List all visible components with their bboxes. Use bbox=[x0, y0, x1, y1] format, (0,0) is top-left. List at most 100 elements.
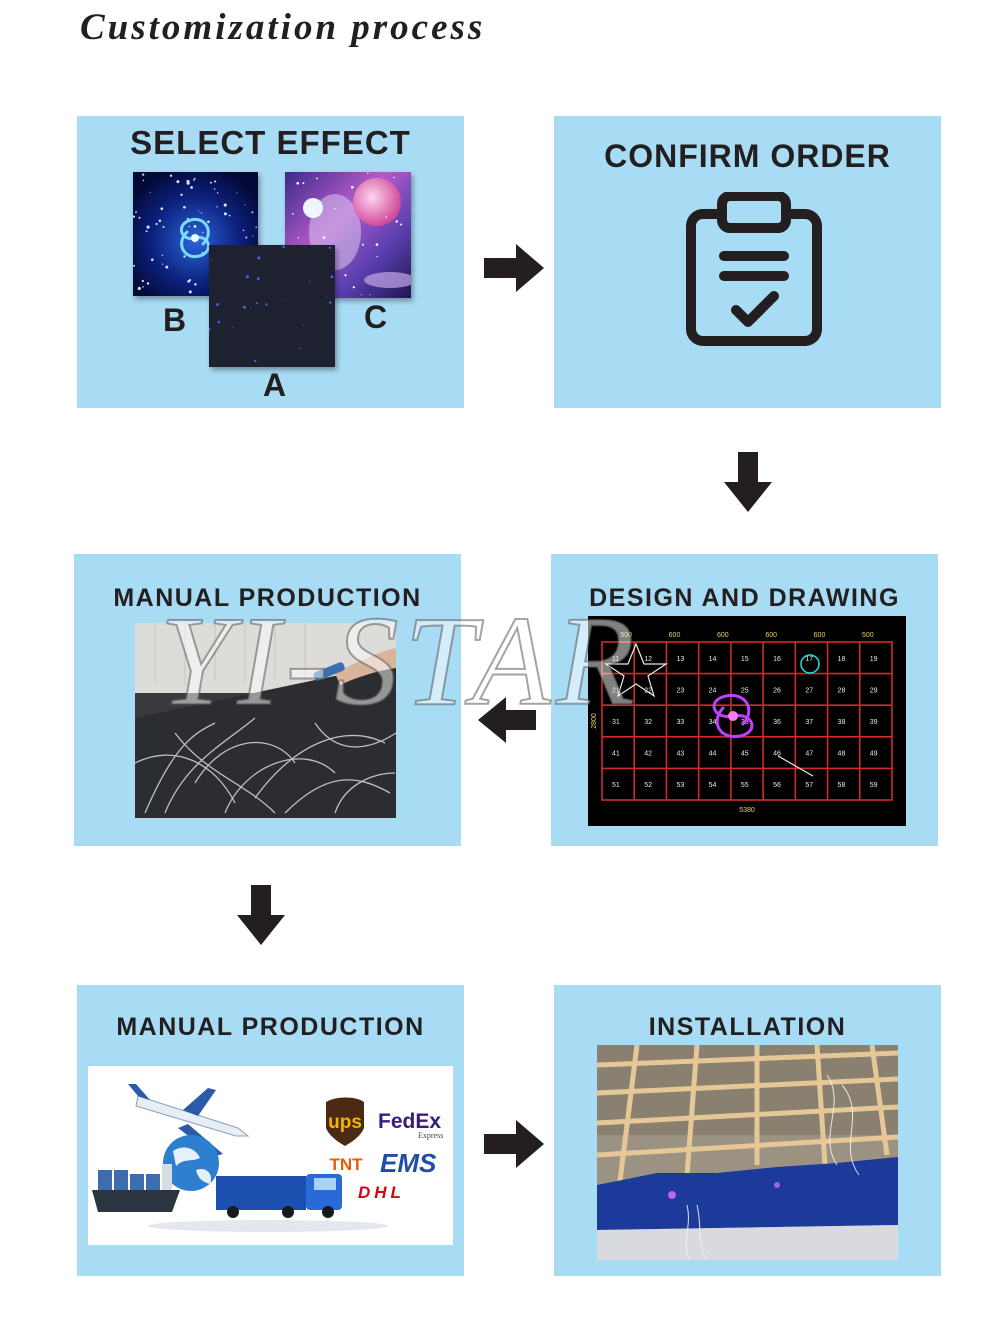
cell-number: 16 bbox=[773, 656, 781, 663]
step-title: MANUAL PRODUCTION bbox=[74, 584, 461, 613]
star-dot bbox=[302, 182, 304, 184]
arrow-right-icon bbox=[484, 1120, 544, 1168]
star-dot bbox=[255, 227, 257, 229]
step-manual-production: MANUAL PRODUCTION bbox=[74, 554, 461, 846]
logistics-image: ups FedEx Express TNT EMS DHL bbox=[88, 1066, 453, 1245]
star-dot bbox=[162, 255, 163, 256]
star-dot bbox=[400, 224, 402, 226]
arrow-left-icon bbox=[478, 697, 536, 743]
star-dot bbox=[224, 204, 227, 207]
star-dot bbox=[133, 265, 135, 267]
star-dot bbox=[147, 226, 150, 229]
dimension-label: 2800 bbox=[591, 713, 598, 729]
cell-number: 33 bbox=[676, 719, 684, 726]
star-dot bbox=[246, 275, 249, 278]
cell-number: 24 bbox=[709, 687, 717, 694]
star-dot bbox=[201, 212, 202, 213]
star-dot bbox=[186, 180, 189, 183]
star-dot bbox=[362, 244, 364, 246]
star-dot bbox=[245, 237, 247, 239]
step-select-effect: SELECT EFFECT bbox=[77, 116, 464, 408]
step-title: INSTALLATION bbox=[554, 1013, 941, 1042]
star-dot bbox=[224, 212, 227, 215]
cell-number: 48 bbox=[838, 751, 846, 758]
star-dot bbox=[369, 294, 370, 295]
star-dot bbox=[142, 280, 144, 282]
cell-number: 23 bbox=[676, 687, 684, 694]
dimension-label: 600 bbox=[765, 632, 777, 639]
cell-number: 13 bbox=[676, 656, 684, 663]
cell-number: 54 bbox=[709, 782, 717, 789]
star-dot bbox=[298, 237, 299, 238]
production-photo bbox=[135, 623, 396, 818]
dimension-label: 5380 bbox=[739, 807, 755, 814]
cell-number: 55 bbox=[741, 782, 749, 789]
cell-number: 56 bbox=[773, 782, 781, 789]
star-dot bbox=[217, 192, 218, 193]
star-dot bbox=[256, 302, 258, 304]
star-dot bbox=[138, 217, 140, 219]
star-dot bbox=[351, 186, 354, 189]
cell-number: 34 bbox=[709, 719, 717, 726]
star-dot bbox=[214, 180, 216, 182]
tnt-logo: TNT bbox=[329, 1155, 363, 1174]
star-dot bbox=[396, 220, 398, 222]
star-dot bbox=[210, 259, 211, 260]
cell-number: 43 bbox=[676, 751, 684, 758]
cell-number: 37 bbox=[805, 719, 813, 726]
star-dot bbox=[150, 192, 151, 193]
star-dot bbox=[244, 204, 245, 205]
star-dot bbox=[151, 258, 154, 261]
star-dot bbox=[353, 286, 355, 288]
cell-number: 31 bbox=[612, 719, 620, 726]
dimension-label: 600 bbox=[669, 632, 681, 639]
star-dot bbox=[183, 206, 186, 209]
cell-number: 18 bbox=[838, 656, 846, 663]
cell-number: 14 bbox=[709, 656, 717, 663]
cell-number: 45 bbox=[741, 751, 749, 758]
cell-number: 58 bbox=[838, 782, 846, 789]
step-title: MANUAL PRODUCTION bbox=[77, 1013, 464, 1042]
cell-number: 28 bbox=[838, 687, 846, 694]
cell-number: 51 bbox=[612, 782, 620, 789]
star-dot bbox=[162, 226, 164, 228]
cell-number: 17 bbox=[805, 656, 813, 663]
arrow-right-icon bbox=[484, 244, 544, 292]
cell-number: 15 bbox=[741, 656, 749, 663]
cell-number: 26 bbox=[773, 687, 781, 694]
star-dot bbox=[155, 223, 157, 225]
star-dot bbox=[265, 303, 267, 305]
star-dot bbox=[282, 246, 285, 249]
star-dot bbox=[216, 206, 217, 207]
dimension-label: 500 bbox=[620, 632, 632, 639]
fedex-logo: FedEx bbox=[378, 1110, 441, 1133]
installation-photo bbox=[597, 1045, 898, 1260]
step-title: CONFIRM ORDER bbox=[554, 138, 941, 175]
cad-drawing: 1112131415161718192122232425262728293132… bbox=[588, 616, 906, 826]
star-dot bbox=[326, 296, 327, 297]
dimension-label: 600 bbox=[717, 632, 729, 639]
star-dot bbox=[376, 243, 379, 246]
star-dot bbox=[189, 226, 191, 228]
star-dot bbox=[142, 286, 144, 288]
star-dot bbox=[159, 220, 162, 223]
star-dot bbox=[257, 256, 260, 259]
star-dot bbox=[243, 306, 246, 309]
star-dot bbox=[176, 180, 179, 183]
star-dot bbox=[194, 225, 197, 228]
step-shipping: MANUAL PRODUCTION ups FedEx bbox=[77, 985, 464, 1276]
star-dot bbox=[377, 256, 378, 257]
clipboard-check-icon bbox=[684, 192, 824, 348]
star-dot bbox=[299, 347, 301, 349]
star-dot bbox=[143, 180, 144, 181]
cell-number: 36 bbox=[773, 719, 781, 726]
star-dot bbox=[309, 281, 310, 282]
cell-number: 47 bbox=[805, 751, 813, 758]
star-dot bbox=[282, 299, 283, 300]
effect-b-label: B bbox=[163, 302, 186, 339]
cell-number: 59 bbox=[870, 782, 878, 789]
star-dot bbox=[170, 175, 172, 177]
star-dot bbox=[180, 194, 182, 196]
cell-number: 41 bbox=[612, 751, 620, 758]
